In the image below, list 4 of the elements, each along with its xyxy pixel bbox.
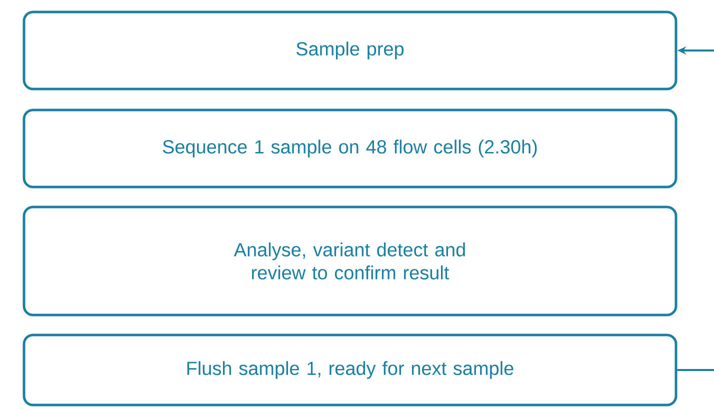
process-box: Flush sample 1, ready for next sample bbox=[22, 334, 678, 406]
process-box: Analyse, variant detect and review to confirm result bbox=[22, 206, 678, 316]
process-box: Sequence 1 sample on 48 flow cells (2.30h) bbox=[22, 108, 678, 188]
process-box: Sample prep bbox=[22, 10, 678, 90]
